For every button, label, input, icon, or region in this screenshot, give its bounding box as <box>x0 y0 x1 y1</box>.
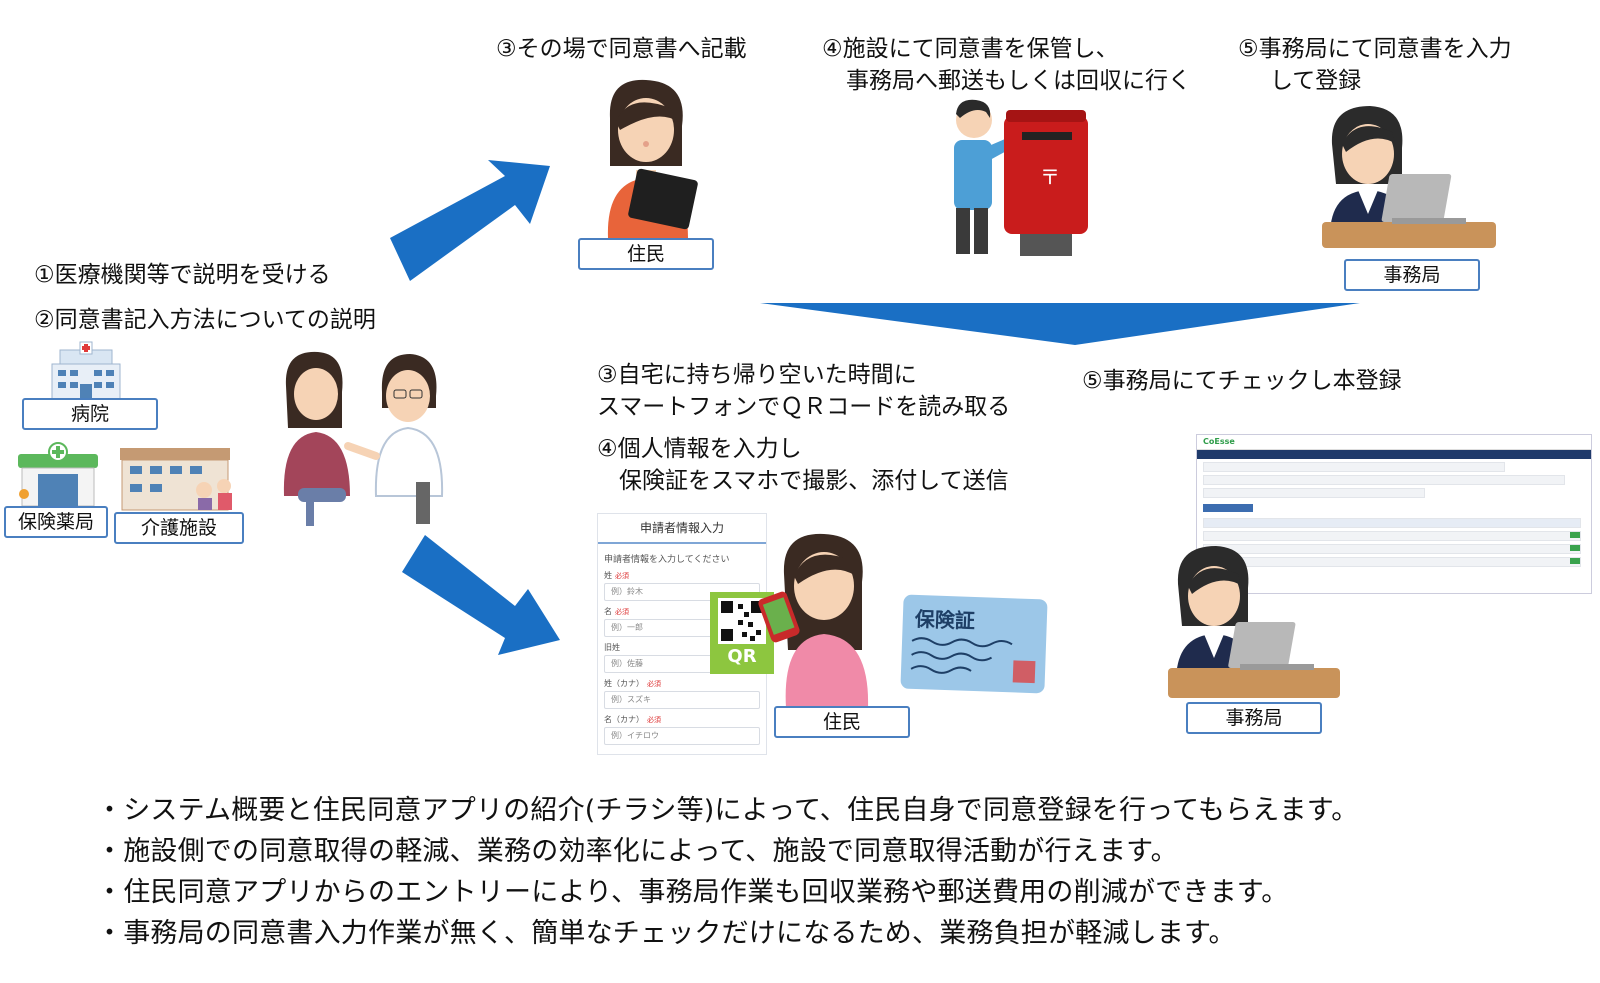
step3-bottom-line2: スマートフォンでＱＲコードを読み取る <box>597 394 1011 420</box>
step1-caption: ①医療機関等で説明を受ける <box>34 262 331 288</box>
step4-caption-line2: 事務局へ郵送もしくは回収に行く <box>846 68 1191 94</box>
search-row <box>1203 475 1565 485</box>
insurance-card: 保険証 <box>900 594 1048 694</box>
qr-label: QR <box>727 646 757 667</box>
qr-code-sign: QR <box>710 592 774 674</box>
step4-bottom-line1: ④個人情報を入力し <box>597 436 802 462</box>
insurance-card-title: 保険証 <box>914 606 976 634</box>
benefit-item: ・施設側での同意取得の軽減、業務の効率化によって、施設で同意取得活動が行えます。 <box>96 836 1178 867</box>
resident-writing-illustration <box>607 79 698 238</box>
pharmacy-icon <box>18 442 98 507</box>
step2-caption: ②同意書記入方法についての説明 <box>34 307 376 333</box>
care-facility-icon <box>120 448 232 511</box>
qr-code-icon <box>718 598 766 644</box>
hospital-icon <box>51 341 121 401</box>
table-row <box>1203 531 1581 541</box>
arrow-down-right-shape <box>402 535 560 655</box>
card-lines-icon <box>910 637 1036 684</box>
system-screenshot: CoEsse <box>1196 434 1592 594</box>
resident-label-top: 住民 <box>578 238 714 270</box>
form-input-last-name-kana[interactable]: 例）スズキ <box>604 691 760 709</box>
svg-text:〒: 〒 <box>1040 165 1060 189</box>
office-worker-illustration-top <box>1322 106 1496 248</box>
step4-caption-line1: ④施設にて同意書を保管し、 <box>822 36 1119 62</box>
resident-label-bottom: 住民 <box>774 706 910 738</box>
office-label-top: 事務局 <box>1344 259 1480 291</box>
form-subtitle: 申請者情報を入力してください <box>604 555 730 565</box>
benefit-item: ・住民同意アプリからのエントリーにより、事務局作業も回収業務や郵送費用の削減がで… <box>96 877 1289 908</box>
form-label: 旧姓 <box>604 643 620 652</box>
form-label: 名必須 <box>604 607 629 616</box>
table-header <box>1203 518 1581 528</box>
step4-bottom-line2: 保険証をスマホで撮影、添付して送信 <box>619 468 1009 494</box>
step5-caption-line1: ⑤事務局にて同意書を入力 <box>1238 36 1512 62</box>
search-row <box>1203 488 1425 498</box>
mailbox-illustration: 〒 <box>954 99 1088 256</box>
pharmacy-label: 保険薬局 <box>4 506 108 538</box>
step5-bottom-caption: ⑤事務局にてチェックし本登録 <box>1082 368 1402 394</box>
care-facility-label: 介護施設 <box>114 512 244 544</box>
form-title: 申請者情報入力 <box>598 514 766 544</box>
office-label-bottom: 事務局 <box>1186 702 1322 734</box>
hospital-label: 病院 <box>22 398 158 430</box>
form-label: 名（カナ）必須 <box>604 715 661 724</box>
search-row <box>1203 462 1505 472</box>
form-label: 姓（カナ）必須 <box>604 679 661 688</box>
applicant-form-screenshot: 申請者情報入力 申請者情報を入力してください 姓必須 例）鈴木 名必須 例）一郎… <box>597 513 767 755</box>
step3-bottom-line1: ③自宅に持ち帰り空いた時間に <box>597 362 917 388</box>
system-logo: CoEsse <box>1197 435 1591 450</box>
benefits-list: ・システム概要と住民同意アプリの紹介(チラシ等)によって、住民自身で同意登録を行… <box>96 790 1358 954</box>
arrow-up-right-shape <box>390 160 550 281</box>
step3-top-caption: ③その場で同意書へ記載 <box>496 36 747 62</box>
form-input-first-name-kana[interactable]: 例）イチロウ <box>604 727 760 745</box>
step5-caption-line2: して登録 <box>1270 68 1362 94</box>
system-nav-bar <box>1197 450 1591 459</box>
resident-phone-illustration <box>758 533 869 708</box>
office-worker-illustration-bottom <box>1168 546 1340 698</box>
benefit-item: ・事務局の同意書入力作業が無く、簡単なチェックだけになるため、業務負担が軽減しま… <box>96 918 1236 949</box>
arrow-down-wide-shape <box>760 303 1360 345</box>
consultation-illustration <box>283 351 444 526</box>
form-label: 姓必須 <box>604 571 629 580</box>
benefit-item: ・システム概要と住民同意アプリの紹介(チラシ等)によって、住民自身で同意登録を行… <box>96 795 1359 826</box>
search-button[interactable] <box>1203 504 1253 512</box>
